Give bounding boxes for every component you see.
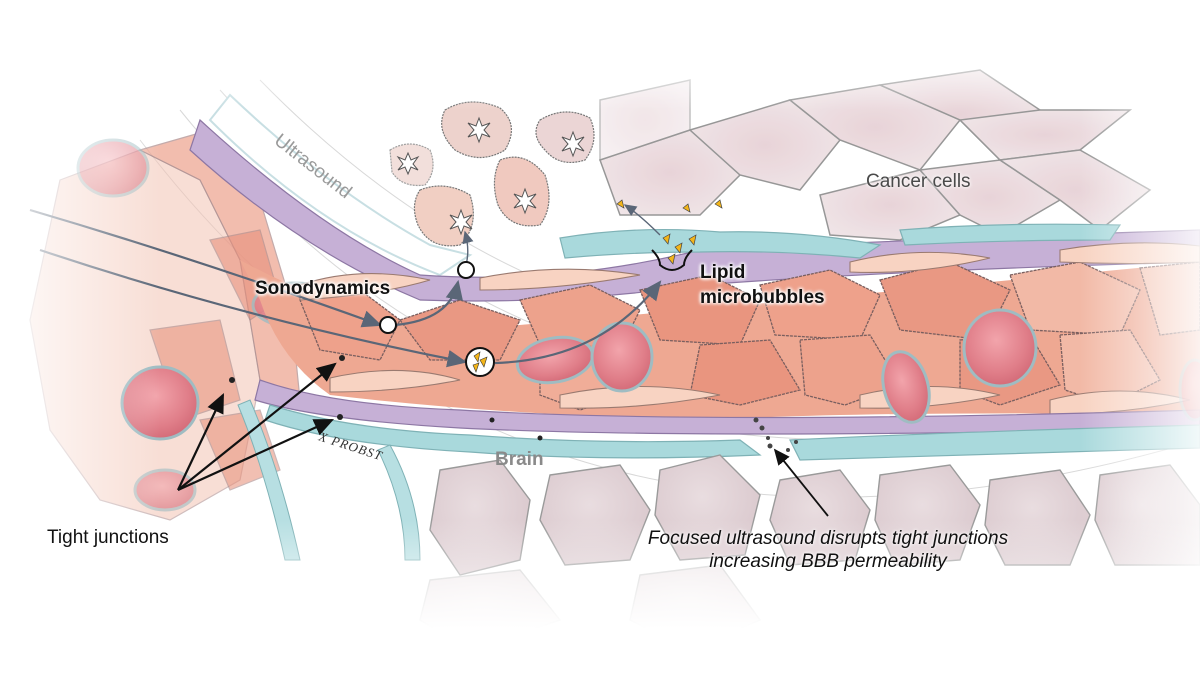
tight-junction-markers — [229, 355, 543, 441]
starburst-icons — [396, 116, 585, 236]
white-circle-icon — [379, 316, 397, 334]
astrocyte-endfeet-lower — [264, 404, 762, 459]
label-cancer-cells: Cancer cells — [866, 171, 971, 192]
burst-microbubble-icon — [651, 249, 693, 271]
white-circle-icon — [457, 261, 475, 279]
dying-cancer-cells — [389, 101, 595, 247]
red-blood-cells-capillary — [515, 308, 1200, 424]
annotation-line-1: Focused ultrasound disrupts tight juncti… — [647, 528, 1009, 549]
ultrasound-channel — [208, 93, 473, 277]
microbubble-with-drugs-icon — [465, 347, 495, 377]
tight-junction-arrows — [177, 362, 829, 517]
label-microbubbles: microbubbles — [700, 287, 825, 308]
annotation-line-2: increasing BBB permeability — [709, 551, 947, 572]
annotation-focused-ultrasound: Focused ultrasound disrupts tight juncti… — [568, 527, 1088, 573]
fade-overlay-bottom — [0, 520, 1200, 675]
label-brain: Brain — [495, 449, 544, 470]
label-sonodynamics: Sonodynamics — [255, 278, 391, 299]
fade-overlay-top — [0, 0, 1200, 110]
astrocyte-endfeet-upper — [559, 228, 882, 259]
yellow-triangle-icon — [616, 199, 723, 265]
label-tight-junctions: Tight junctions — [47, 527, 169, 548]
label-lipid: Lipid — [700, 262, 746, 283]
